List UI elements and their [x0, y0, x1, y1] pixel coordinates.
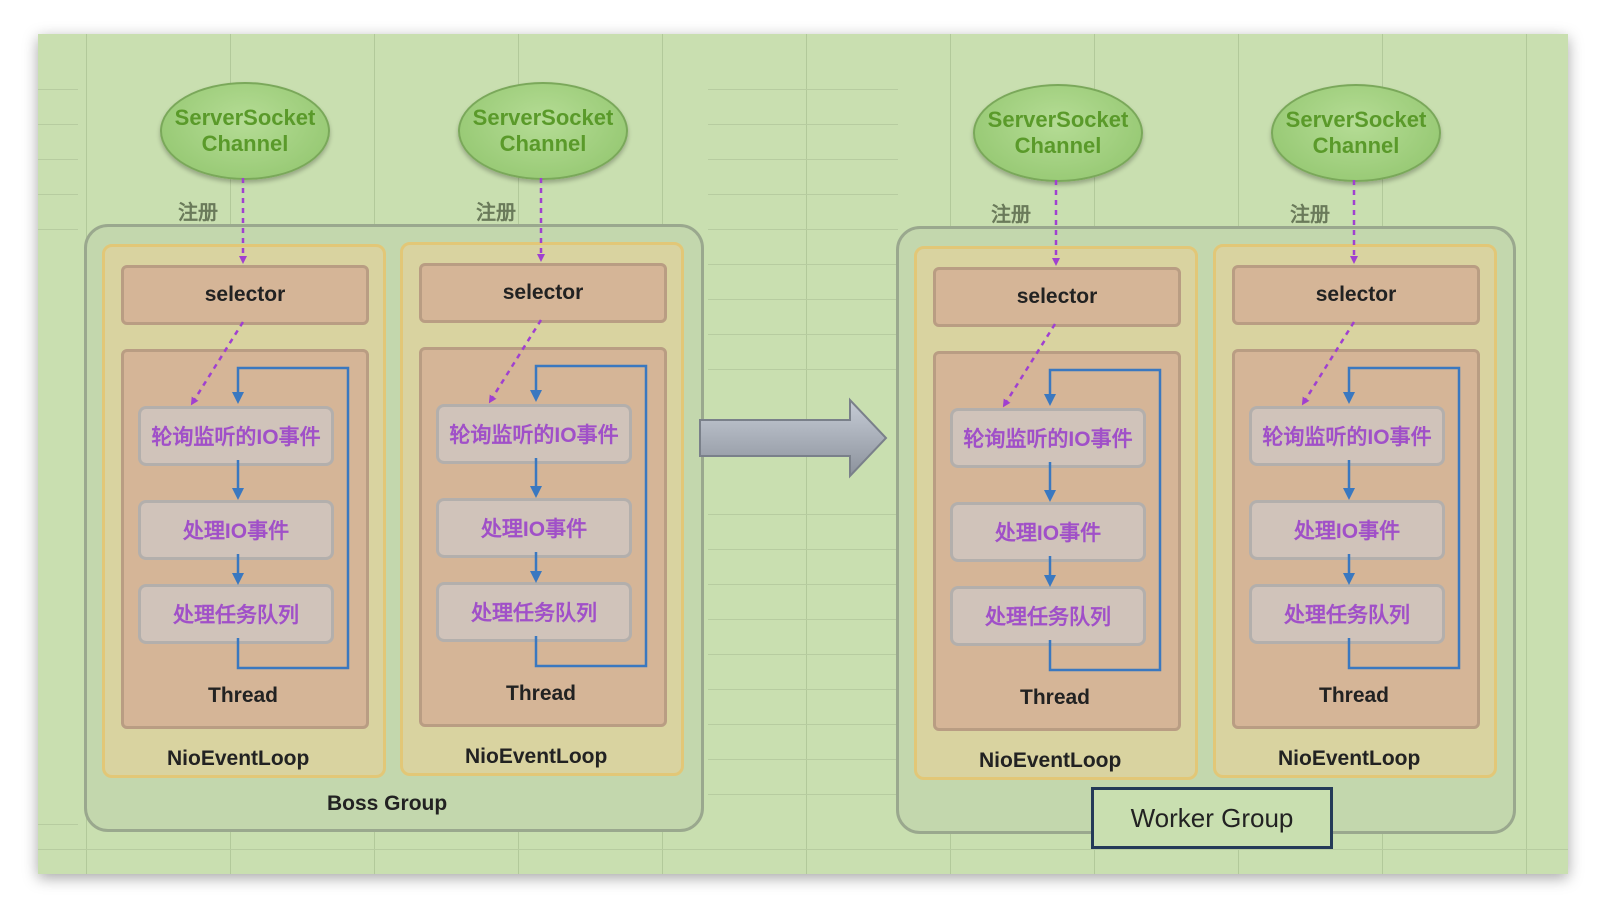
thread-loop-arrows — [530, 364, 648, 668]
thread-box: 轮询监听的IO事件 处理IO事件 处理任务队列 Thread — [933, 351, 1181, 731]
step-run-task-queue: 处理任务队列 — [436, 582, 632, 642]
thread-loop-arrows — [1343, 366, 1461, 670]
grid-line — [38, 229, 78, 230]
thread-label: Thread — [506, 682, 577, 705]
register-label: 注册 — [178, 202, 218, 224]
server-socket-channel-3: ServerSocket Channel — [973, 84, 1143, 182]
grid-line — [38, 124, 78, 125]
step-run-task-queue: 处理任务队列 — [1249, 584, 1445, 644]
step-poll-io-events: 轮询监听的IO事件 — [1249, 406, 1445, 466]
grid-line — [708, 334, 898, 335]
step-poll-io-events: 轮询监听的IO事件 — [138, 406, 334, 466]
connector-layer — [190, 178, 1461, 672]
thread-label: Thread — [208, 684, 279, 707]
thread-label: Thread — [1319, 684, 1390, 707]
grid-line — [708, 124, 898, 125]
nio-event-loop-3: selector 轮询监听的IO事件 处理IO事件 处理任务队列 Thread … — [914, 246, 1198, 780]
grid-line — [1526, 34, 1527, 874]
event-loop-label: NioEventLoop — [1278, 747, 1421, 770]
grid-line — [708, 689, 898, 690]
grid-line — [708, 654, 898, 655]
grid-line — [38, 194, 78, 195]
grid-line — [38, 824, 78, 825]
selector-dispatch-arrow — [1002, 323, 1057, 408]
step-poll-io-events: 轮询监听的IO事件 — [950, 408, 1146, 468]
grid-line — [38, 89, 78, 90]
grid-line — [708, 229, 898, 230]
selector-dispatch-arrow — [1301, 321, 1356, 406]
grid-line — [708, 549, 898, 550]
selector-box: selector — [933, 267, 1181, 327]
step-handle-io-events: 处理IO事件 — [950, 502, 1146, 562]
selector-dispatch-arrow — [488, 319, 543, 404]
grid-line — [708, 159, 898, 160]
register-label: 注册 — [1290, 204, 1330, 226]
boss-group-label: Boss Group — [327, 792, 448, 815]
grid-line — [708, 369, 898, 370]
transition-arrow — [699, 397, 888, 479]
grid-line — [708, 619, 898, 620]
channel-label-line1: ServerSocket — [1285, 107, 1427, 132]
channel-label-line1: ServerSocket — [987, 107, 1129, 132]
nio-event-loop-2: selector 轮询监听的IO事件 处理IO事件 处理任务队列 Thread … — [400, 242, 684, 776]
thread-box: 轮询监听的IO事件 处理IO事件 处理任务队列 Thread — [121, 349, 369, 729]
grid-line — [38, 159, 78, 160]
diagram-canvas: ServerSocket Channel ServerSocket Channe… — [38, 34, 1568, 874]
grid-line — [708, 194, 898, 195]
selector-box: selector — [121, 265, 369, 325]
nio-event-loop-4: selector 轮询监听的IO事件 处理IO事件 处理任务队列 Thread … — [1213, 244, 1497, 778]
server-socket-channel-2: ServerSocket Channel — [458, 82, 628, 180]
selector-dispatch-arrow — [190, 321, 245, 406]
grid-line — [708, 794, 898, 795]
grid-line — [708, 299, 898, 300]
channel-label-line1: ServerSocket — [174, 105, 316, 130]
event-loop-label: NioEventLoop — [465, 745, 608, 768]
worker-group-label: Worker Group — [1091, 787, 1333, 849]
selector-box: selector — [419, 263, 667, 323]
step-handle-io-events: 处理IO事件 — [1249, 500, 1445, 560]
channel-label-line2: Channel — [1014, 133, 1102, 158]
thread-loop-arrows — [232, 366, 350, 670]
event-loop-label: NioEventLoop — [167, 747, 310, 770]
event-loop-label: NioEventLoop — [979, 749, 1122, 772]
step-run-task-queue: 处理任务队列 — [138, 584, 334, 644]
channel-label-line1: ServerSocket — [472, 105, 614, 130]
step-handle-io-events: 处理IO事件 — [138, 500, 334, 560]
step-run-task-queue: 处理任务队列 — [950, 586, 1146, 646]
grid-line — [708, 89, 898, 90]
grid-line — [708, 584, 898, 585]
step-handle-io-events: 处理IO事件 — [436, 498, 632, 558]
channel-label-line2: Channel — [1312, 133, 1400, 158]
thread-loop-arrows — [1044, 368, 1162, 672]
nio-event-loop-1: selector 轮询监听的IO事件 处理IO事件 处理任务队列 Thread … — [102, 244, 386, 778]
channel-label-line2: Channel — [201, 131, 289, 156]
server-socket-channel-4: ServerSocket Channel — [1271, 84, 1441, 182]
thread-label: Thread — [1020, 686, 1091, 709]
grid-line — [38, 849, 1568, 850]
step-poll-io-events: 轮询监听的IO事件 — [436, 404, 632, 464]
server-socket-channel-1: ServerSocket Channel — [160, 82, 330, 180]
register-label: 注册 — [991, 204, 1031, 226]
selector-box: selector — [1232, 265, 1480, 325]
grid-line — [708, 724, 898, 725]
grid-line — [708, 514, 898, 515]
register-label: 注册 — [476, 202, 516, 224]
grid-line — [708, 264, 898, 265]
grid-line — [708, 759, 898, 760]
channel-label-line2: Channel — [499, 131, 587, 156]
thread-box: 轮询监听的IO事件 处理IO事件 处理任务队列 Thread — [1232, 349, 1480, 729]
thread-box: 轮询监听的IO事件 处理IO事件 处理任务队列 Thread — [419, 347, 667, 727]
